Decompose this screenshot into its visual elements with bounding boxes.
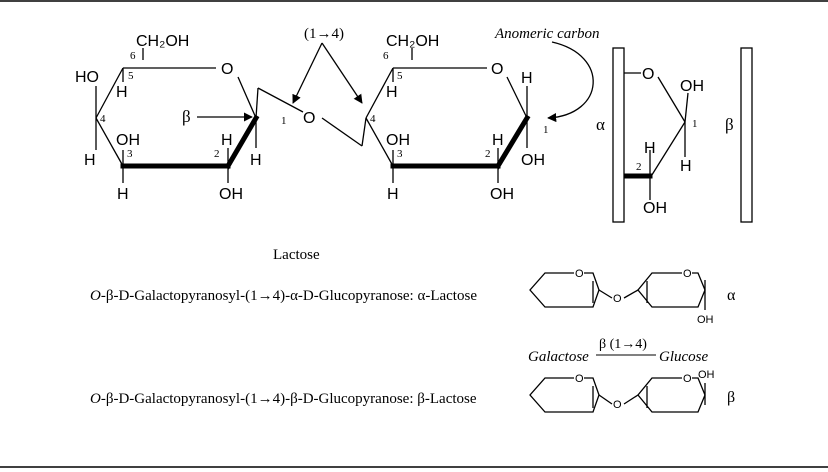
open-chain-h-right: H — [680, 158, 692, 175]
beta-symbol: β — [727, 389, 735, 406]
gal-ring-oxygen: O — [221, 61, 233, 78]
gal-c4-h-label: H — [84, 152, 96, 169]
glc-c3-oh-label: OH — [386, 132, 410, 149]
gal-ch2oh-label: CH₂OH — [136, 33, 189, 50]
glc-c2-oh-label: OH — [490, 186, 514, 203]
alpha-symbol: α — [727, 287, 736, 304]
gal-c1-h-label: H — [250, 152, 262, 169]
linkage-label: (1→4) — [304, 26, 344, 42]
notation-linkage: β (1→4) — [599, 337, 647, 352]
open-chain-c1-number: 1 — [692, 118, 698, 130]
glc-ch2oh-label: CH₂OH — [386, 33, 439, 50]
alpha-lactose-name: O-β-D-Galactopyranosyl-(1→4)-α-D-Glucopy… — [90, 288, 477, 304]
glc-ring-oxygen: O — [491, 61, 503, 78]
beta-ring-oxygen-2: O — [683, 373, 692, 385]
open-chain-oh-top: OH — [680, 78, 704, 95]
alpha-link-oxygen: O — [613, 293, 622, 305]
gal-c3-oh-label: OH — [116, 132, 140, 149]
gal-c5-number: 5 — [128, 70, 134, 82]
open-chain-c2-number: 2 — [636, 161, 642, 173]
beta-oh-label: OH — [698, 369, 715, 381]
gal-ho-label: HO — [75, 69, 99, 86]
gal-c2-h-label: H — [221, 132, 233, 149]
beta-link-oxygen: O — [613, 399, 622, 411]
gal-c2-number: 2 — [214, 148, 220, 160]
gal-c3-number: 3 — [127, 148, 133, 160]
lactose-caption: Lactose — [273, 247, 320, 263]
open-chain-h-left: H — [644, 140, 656, 157]
glc-c6-number: 6 — [383, 50, 389, 62]
alpha-label: α — [596, 115, 605, 134]
glc-c1-oh-label: OH — [521, 152, 545, 169]
open-chain-inset — [613, 48, 752, 222]
notation-glucose: Glucose — [659, 349, 708, 365]
glc-c2-h-label: H — [492, 132, 504, 149]
glc-c1-number: 1 — [543, 124, 549, 136]
gal-c4-number: 4 — [100, 113, 106, 125]
alpha-ring-oxygen-2: O — [683, 268, 692, 280]
alpha-ring-oxygen-1: O — [575, 268, 584, 280]
glucose-ring — [366, 42, 593, 183]
beta-ring-oxygen-1: O — [575, 373, 584, 385]
gal-c6-number: 6 — [130, 50, 136, 62]
gal-c2-oh-label: OH — [219, 186, 243, 203]
beta-lactose-name: O-β-D-Galactopyranosyl-(1→4)-β-D-Glucopy… — [90, 391, 477, 407]
glc-c4-number: 4 — [370, 113, 376, 125]
glc-c1-h-label: H — [521, 70, 533, 87]
glc-h-c5-label: H — [386, 84, 398, 101]
gal-c3-h-label: H — [117, 186, 129, 203]
glycosidic-oxygen: O — [303, 110, 315, 127]
beta-symbol: β — [182, 107, 191, 126]
glc-c2-number: 2 — [485, 148, 491, 160]
glc-c5-number: 5 — [397, 70, 403, 82]
beta-label: β — [725, 115, 734, 134]
anomeric-carbon-label: Anomeric carbon — [494, 26, 600, 42]
notation-galactose: Galactose — [528, 349, 589, 365]
glc-c3-h-label: H — [387, 186, 399, 203]
glc-c3-number: 3 — [397, 148, 403, 160]
gal-h-c5-label: H — [116, 84, 128, 101]
open-chain-oh-bottom: OH — [643, 200, 667, 217]
alpha-oh-label: OH — [697, 314, 714, 326]
open-chain-oxygen: O — [642, 66, 654, 83]
gal-c1-number: 1 — [281, 115, 287, 127]
